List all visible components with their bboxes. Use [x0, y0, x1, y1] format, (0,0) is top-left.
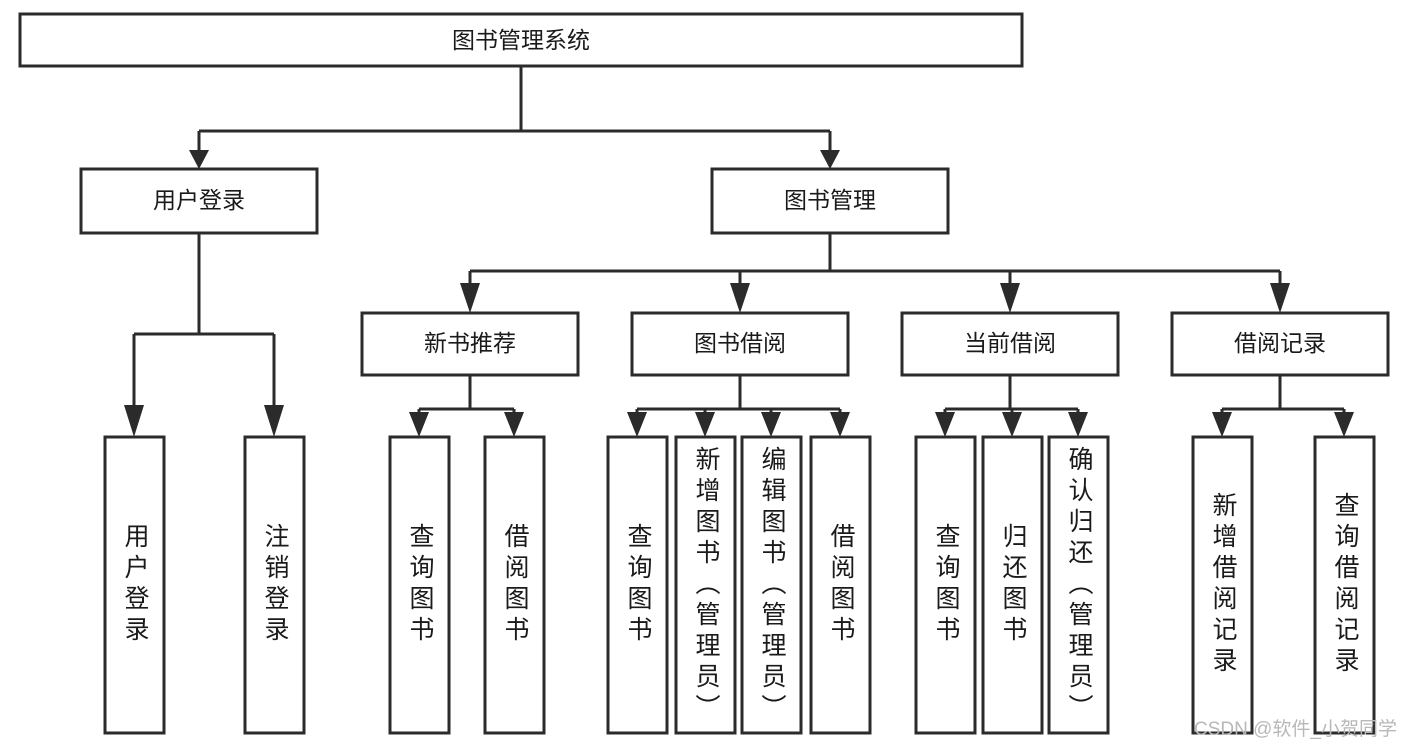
node-leaf-add-book[interactable] [674, 435, 737, 735]
node-new-book-recommend[interactable]: 新书推荐 [360, 311, 580, 377]
arrow-to-leaf-borrow-book-1 [504, 412, 524, 437]
arrow-to-leaf-query-book-3 [935, 412, 955, 437]
arrow-to-leaf-add-record [1212, 412, 1232, 437]
book-manage-box[interactable] [710, 167, 950, 235]
current-borrow-label: 当前借阅 [964, 330, 1056, 356]
root-box[interactable] [18, 12, 1024, 68]
node-leaf-query-book-3[interactable] [914, 435, 977, 735]
node-leaf-borrow-book-2[interactable] [809, 435, 872, 735]
node-book-borrow[interactable]: 图书借阅 [630, 311, 850, 377]
leaf-nodes-layer [103, 435, 1376, 735]
leaf-edit-book-box[interactable] [740, 435, 803, 735]
arrow-to-leaf-add-book [695, 412, 715, 437]
current-borrow-box[interactable] [900, 311, 1120, 377]
user-login-label: 用户登录 [153, 187, 245, 213]
arrow-to-leaf-borrow-book-2 [830, 412, 850, 437]
borrow-record-box[interactable] [1170, 311, 1390, 377]
node-root[interactable]: 图书管理系统 [18, 12, 1024, 68]
node-leaf-user-login[interactable] [103, 435, 166, 735]
new-book-recommend-label: 新书推荐 [424, 330, 516, 356]
arrow-to-borrow-record [1270, 283, 1290, 313]
book-manage-label: 图书管理 [784, 187, 876, 213]
leaf-query-book-2-box[interactable] [606, 435, 669, 735]
arrow-to-book-borrow [730, 283, 750, 313]
leaf-confirm-return-box[interactable] [1047, 435, 1110, 735]
borrow-record-label: 借阅记录 [1234, 330, 1326, 356]
arrow-to-leaf-query-record [1334, 412, 1354, 437]
leaf-add-record-box[interactable] [1191, 435, 1254, 735]
node-leaf-add-record[interactable] [1191, 435, 1254, 735]
arrow-to-leaf-confirm-return [1068, 412, 1088, 437]
node-borrow-record[interactable]: 借阅记录 [1170, 311, 1390, 377]
leaf-borrow-book-1-box[interactable] [483, 435, 546, 735]
csdn-watermark: CSDN @软件_小贺同学 [1194, 719, 1397, 740]
new-book-recommend-box[interactable] [360, 311, 580, 377]
user-login-box[interactable] [79, 167, 319, 235]
leaf-borrow-book-2-box[interactable] [809, 435, 872, 735]
edges-layer [124, 66, 1354, 437]
arrow-to-current-borrow [1000, 283, 1020, 313]
node-leaf-return-book[interactable] [981, 435, 1044, 735]
leaf-logout-login-box[interactable] [243, 435, 306, 735]
arrow-to-book-manage [820, 150, 840, 169]
leaf-query-book-3-box[interactable] [914, 435, 977, 735]
node-leaf-confirm-return[interactable] [1047, 435, 1110, 735]
node-leaf-edit-book[interactable] [740, 435, 803, 735]
node-user-login[interactable]: 用户登录 [79, 167, 319, 235]
node-leaf-query-record[interactable] [1313, 435, 1376, 735]
arrow-to-leaf-logout-login [264, 405, 284, 437]
arrow-to-leaf-return-book [1002, 412, 1022, 437]
arrow-to-leaf-user-login [124, 405, 144, 437]
node-leaf-query-book-2[interactable] [606, 435, 669, 735]
node-current-borrow[interactable]: 当前借阅 [900, 311, 1120, 377]
node-leaf-borrow-book-1[interactable] [483, 435, 546, 735]
root-label: 图书管理系统 [452, 27, 590, 53]
leaf-user-login-box[interactable] [103, 435, 166, 735]
node-leaf-query-book-1[interactable] [388, 435, 451, 735]
book-borrow-box[interactable] [630, 311, 850, 377]
leaf-query-book-1-box[interactable] [388, 435, 451, 735]
leaf-add-book-box[interactable] [674, 435, 737, 735]
arrow-to-new-book-recommend [460, 283, 480, 313]
arrow-to-leaf-edit-book [761, 412, 781, 437]
leaf-return-book-box[interactable] [981, 435, 1044, 735]
node-book-manage[interactable]: 图书管理 [710, 167, 950, 235]
node-leaf-logout-login[interactable] [243, 435, 306, 735]
leaf-query-record-box[interactable] [1313, 435, 1376, 735]
arrow-to-leaf-query-book-2 [627, 412, 647, 437]
arrow-to-leaf-query-book-1 [409, 412, 429, 437]
arrow-to-user-login [189, 150, 209, 169]
book-borrow-label: 图书借阅 [694, 330, 786, 356]
